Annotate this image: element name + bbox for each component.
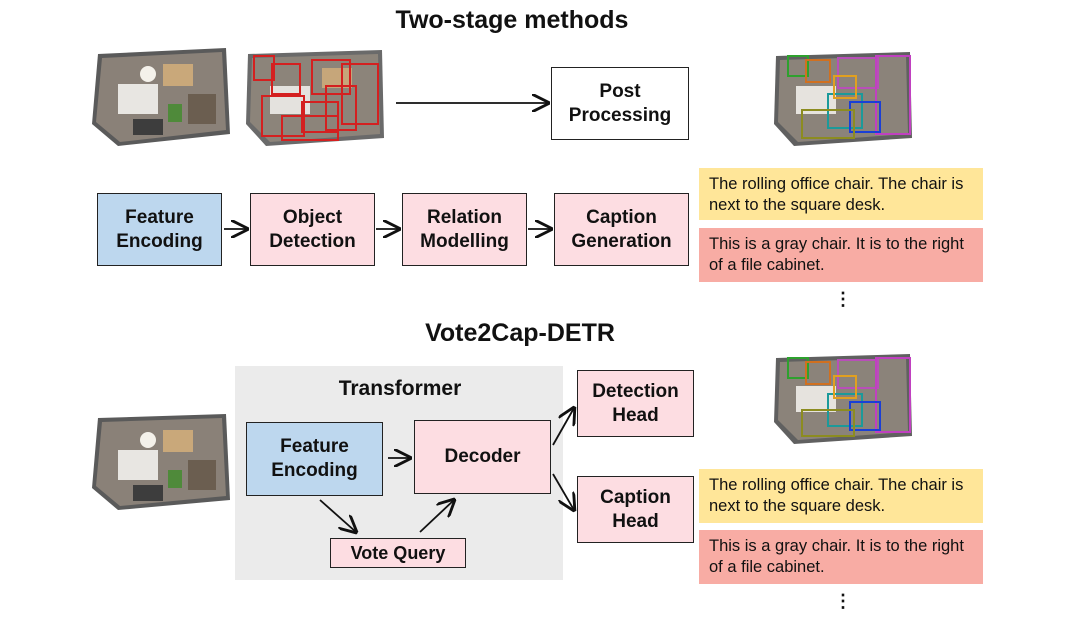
ellipsis-top: ⋮ xyxy=(834,289,852,309)
decoder-box: Decoder xyxy=(414,420,551,494)
scene-detection-image xyxy=(246,50,384,146)
ellipsis-bottom: ⋮ xyxy=(834,591,852,611)
transformer-label: Transformer xyxy=(338,377,462,400)
two-stage-title: Two-stage methods xyxy=(395,6,629,34)
feature-encoding-box: Feature Encoding xyxy=(97,193,222,266)
caption-text-yellow: The rolling office chair. The chair is n… xyxy=(699,168,983,220)
relation-modelling-box: Relation Modelling xyxy=(402,193,527,266)
vote2cap-title: Vote2Cap-DETR xyxy=(425,319,615,347)
detection-head-box: Detection Head xyxy=(577,370,694,437)
feature-encoding-box-transformer: Feature Encoding xyxy=(246,422,383,496)
post-processing-box: Post Processing xyxy=(551,67,689,140)
caption-head-box: Caption Head xyxy=(577,476,694,543)
caption-generation-box: Caption Generation xyxy=(554,193,689,266)
scene-input-image-bottom xyxy=(92,414,230,510)
scene-input-image xyxy=(92,48,230,146)
object-detection-box: Object Detection xyxy=(250,193,375,266)
caption-text-yellow-bottom: The rolling office chair. The chair is n… xyxy=(699,469,983,523)
scene-output-image-top xyxy=(774,52,912,146)
scene-output-image-bottom xyxy=(774,354,912,444)
caption-text-salmon: This is a gray chair. It is to the right… xyxy=(699,228,983,282)
vote-query-box: Vote Query xyxy=(330,538,466,568)
caption-text-salmon-bottom: This is a gray chair. It is to the right… xyxy=(699,530,983,584)
